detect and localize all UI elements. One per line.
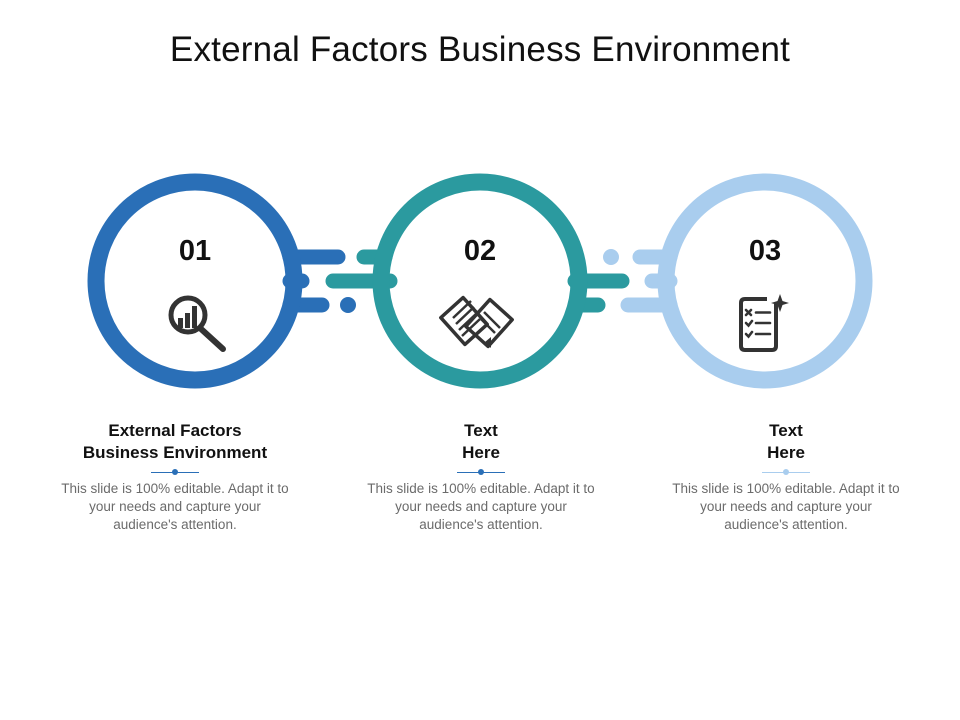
step-1-ring [87, 173, 303, 389]
step-3-heading: Text Here [666, 420, 906, 464]
step-2-number: 02 [463, 235, 497, 267]
step-1-text-block: External Factors Business Environment Th… [55, 420, 295, 534]
step-2-heading-line1: Text [464, 421, 498, 440]
step-1-number: 01 [178, 235, 212, 267]
step-2-description: This slide is 100% editable. Adapt it to… [367, 481, 595, 532]
step-2-heading-line2: Here [462, 443, 500, 462]
step-1-heading: External Factors Business Environment [55, 420, 295, 464]
step-1-description: This slide is 100% editable. Adapt it to… [61, 481, 289, 532]
step-2-separator [451, 468, 511, 478]
connector-2-3 [567, 249, 678, 313]
checklist-icon [739, 294, 789, 352]
page-title: External Factors Business Environment [169, 30, 791, 69]
step-1-heading-line1: External Factors [108, 421, 242, 440]
step-2-text-block: Text Here This slide is 100% editable. A… [361, 420, 601, 534]
step-3-text-block: Text Here This slide is 100% editable. A… [666, 420, 906, 534]
step-3-description: This slide is 100% editable. Adapt it to… [672, 481, 900, 532]
step-3-ring [657, 173, 873, 389]
step-2-ring [372, 173, 588, 389]
step-1-separator [145, 468, 205, 478]
step-2-heading: Text Here [361, 420, 601, 464]
step-3-heading-line2: Here [767, 443, 805, 462]
newspapers-icon [439, 295, 514, 349]
step-3-number: 03 [748, 235, 782, 267]
step-3-separator [756, 468, 816, 478]
step-3-heading-line1: Text [769, 421, 803, 440]
connector-dot [340, 297, 356, 313]
magnifier-chart-icon [168, 295, 226, 352]
step-1-heading-line2: Business Environment [82, 443, 268, 462]
connector-dot [603, 249, 619, 265]
